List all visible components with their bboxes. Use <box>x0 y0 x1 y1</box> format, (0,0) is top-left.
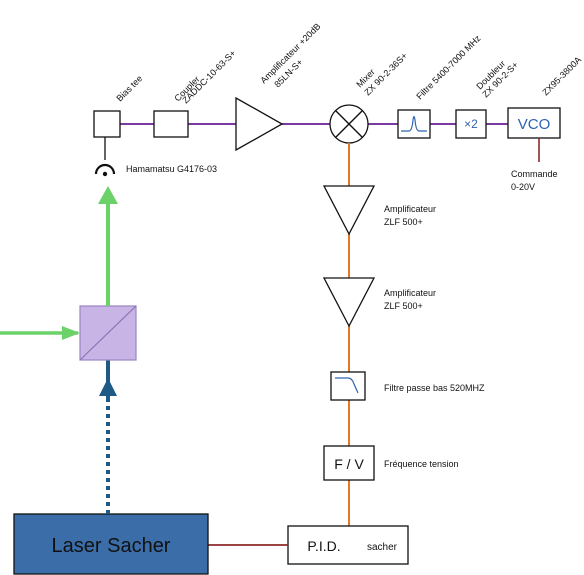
coupler-box <box>153 110 189 138</box>
if-amplifier-2 <box>322 277 376 328</box>
lowpass-filter-label: Filtre passe bas 520MHZ <box>384 383 485 393</box>
photodiode-label: Hamamatsu G4176-03 <box>126 164 217 174</box>
pid-box <box>287 525 409 565</box>
bandpass-filter <box>397 109 431 139</box>
command-label-1: Commande <box>511 169 558 179</box>
bias-tee-label: Bias tee <box>114 73 144 103</box>
doubler-symbol: ×2 <box>464 117 478 131</box>
reference-beam-arrowhead <box>62 326 80 340</box>
photodiode-icon <box>94 163 116 177</box>
fv-converter-symbol: F / V <box>334 456 364 472</box>
mixer-symbol <box>329 104 369 144</box>
laser-beam-arrowhead <box>99 378 117 396</box>
if-amplifier-2-label-1: Amplificateur <box>384 288 436 298</box>
doubler-box <box>455 109 487 139</box>
if-amplifier-2-label-2: ZLF 500+ <box>384 301 423 311</box>
pid-sub-label: sacher <box>367 542 398 553</box>
fv-converter-box <box>323 445 375 481</box>
if-amplifier-1-label-2: ZLF 500+ <box>384 217 423 227</box>
vco-box <box>507 107 561 139</box>
command-label-2: 0-20V <box>511 182 535 192</box>
coupler-label-2: ZADDC-10-63-S+ <box>180 48 237 105</box>
if-amplifier-1-label-1: Amplificateur <box>384 204 436 214</box>
if-amplifier-1 <box>322 185 376 236</box>
beam-splitter <box>79 305 137 361</box>
vco-model-label: ZX95-3800A <box>540 55 583 98</box>
laser-box <box>13 513 209 575</box>
pid-label: P.I.D. <box>307 538 340 554</box>
bandpass-filter-label: Filtre 5400-7000 MHz <box>414 33 483 102</box>
lowpass-filter <box>330 371 366 401</box>
beat-beam-arrowhead <box>98 186 118 204</box>
fv-converter-label: Fréquence tension <box>384 459 459 469</box>
laser-label: Laser Sacher <box>52 535 171 557</box>
rf-amplifier <box>235 96 284 152</box>
bias-tee-box <box>93 110 121 138</box>
vco-label: VCO <box>518 116 551 133</box>
